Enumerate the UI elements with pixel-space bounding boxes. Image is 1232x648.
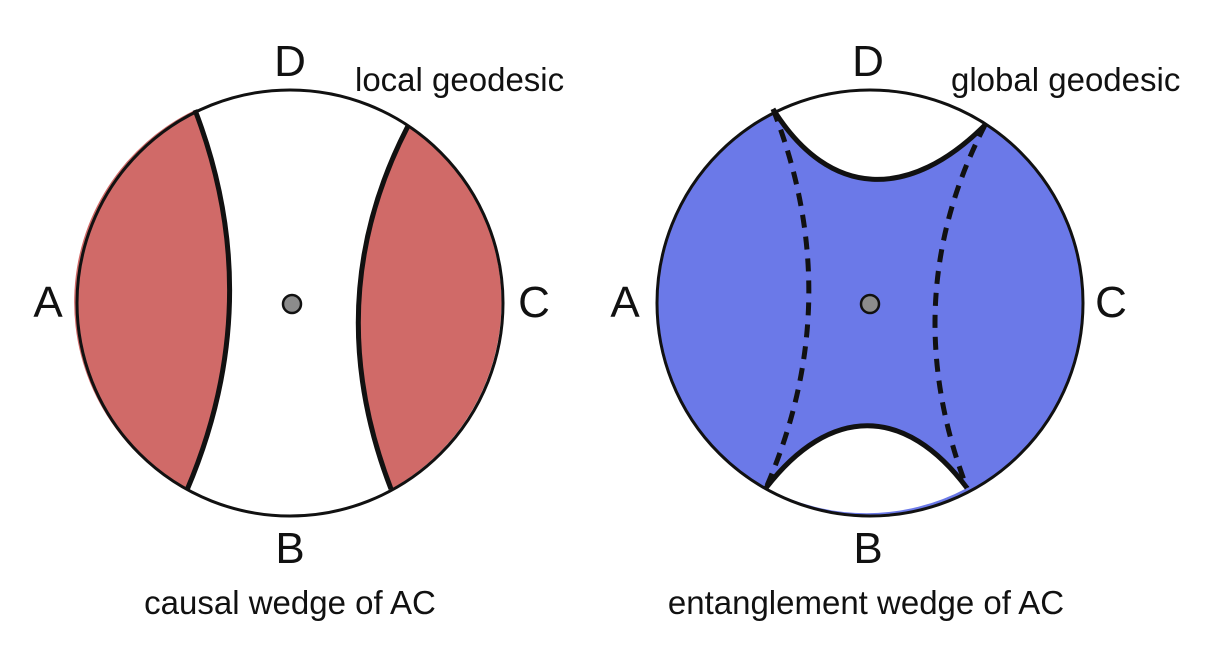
local-geodesic-label: local geodesic bbox=[355, 61, 564, 98]
left-label-a: A bbox=[33, 278, 63, 327]
global-geodesic-bottom bbox=[764, 423, 970, 490]
right-center-dot bbox=[859, 293, 881, 315]
causal-wedge-region-a bbox=[74, 110, 230, 490]
entanglement-wedge-caption: entanglement wedge of AC bbox=[668, 584, 1064, 621]
right-label-b: B bbox=[853, 524, 882, 573]
local-geodesic-dashed-left bbox=[763, 108, 812, 489]
local-geodesic-left bbox=[184, 109, 233, 491]
entanglement-wedge-diagram: D A C B global geodesic entanglement wed… bbox=[610, 37, 1180, 621]
local-geodesic-dashed-right bbox=[932, 123, 988, 489]
left-label-c: C bbox=[518, 278, 550, 327]
local-geodesic-right bbox=[355, 124, 411, 490]
causal-wedge-region-c bbox=[358, 126, 502, 489]
right-label-d: D bbox=[852, 37, 884, 86]
left-boundary-circle-outline bbox=[75, 88, 505, 518]
causal-wedge-diagram: D A C B local geodesic causal wedge of A… bbox=[33, 37, 564, 621]
right-label-a: A bbox=[610, 278, 640, 327]
left-center-dot bbox=[281, 293, 303, 315]
left-label-d: D bbox=[274, 37, 306, 86]
right-label-c: C bbox=[1095, 278, 1127, 327]
region-d-cap bbox=[773, 88, 985, 180]
global-geodesic-top bbox=[770, 107, 987, 182]
left-label-b: B bbox=[275, 524, 304, 573]
right-boundary-circle-outline bbox=[655, 88, 1085, 518]
causal-wedge-caption: causal wedge of AC bbox=[144, 584, 436, 621]
global-geodesic-label: global geodesic bbox=[951, 61, 1180, 98]
region-b-cap bbox=[766, 425, 967, 514]
